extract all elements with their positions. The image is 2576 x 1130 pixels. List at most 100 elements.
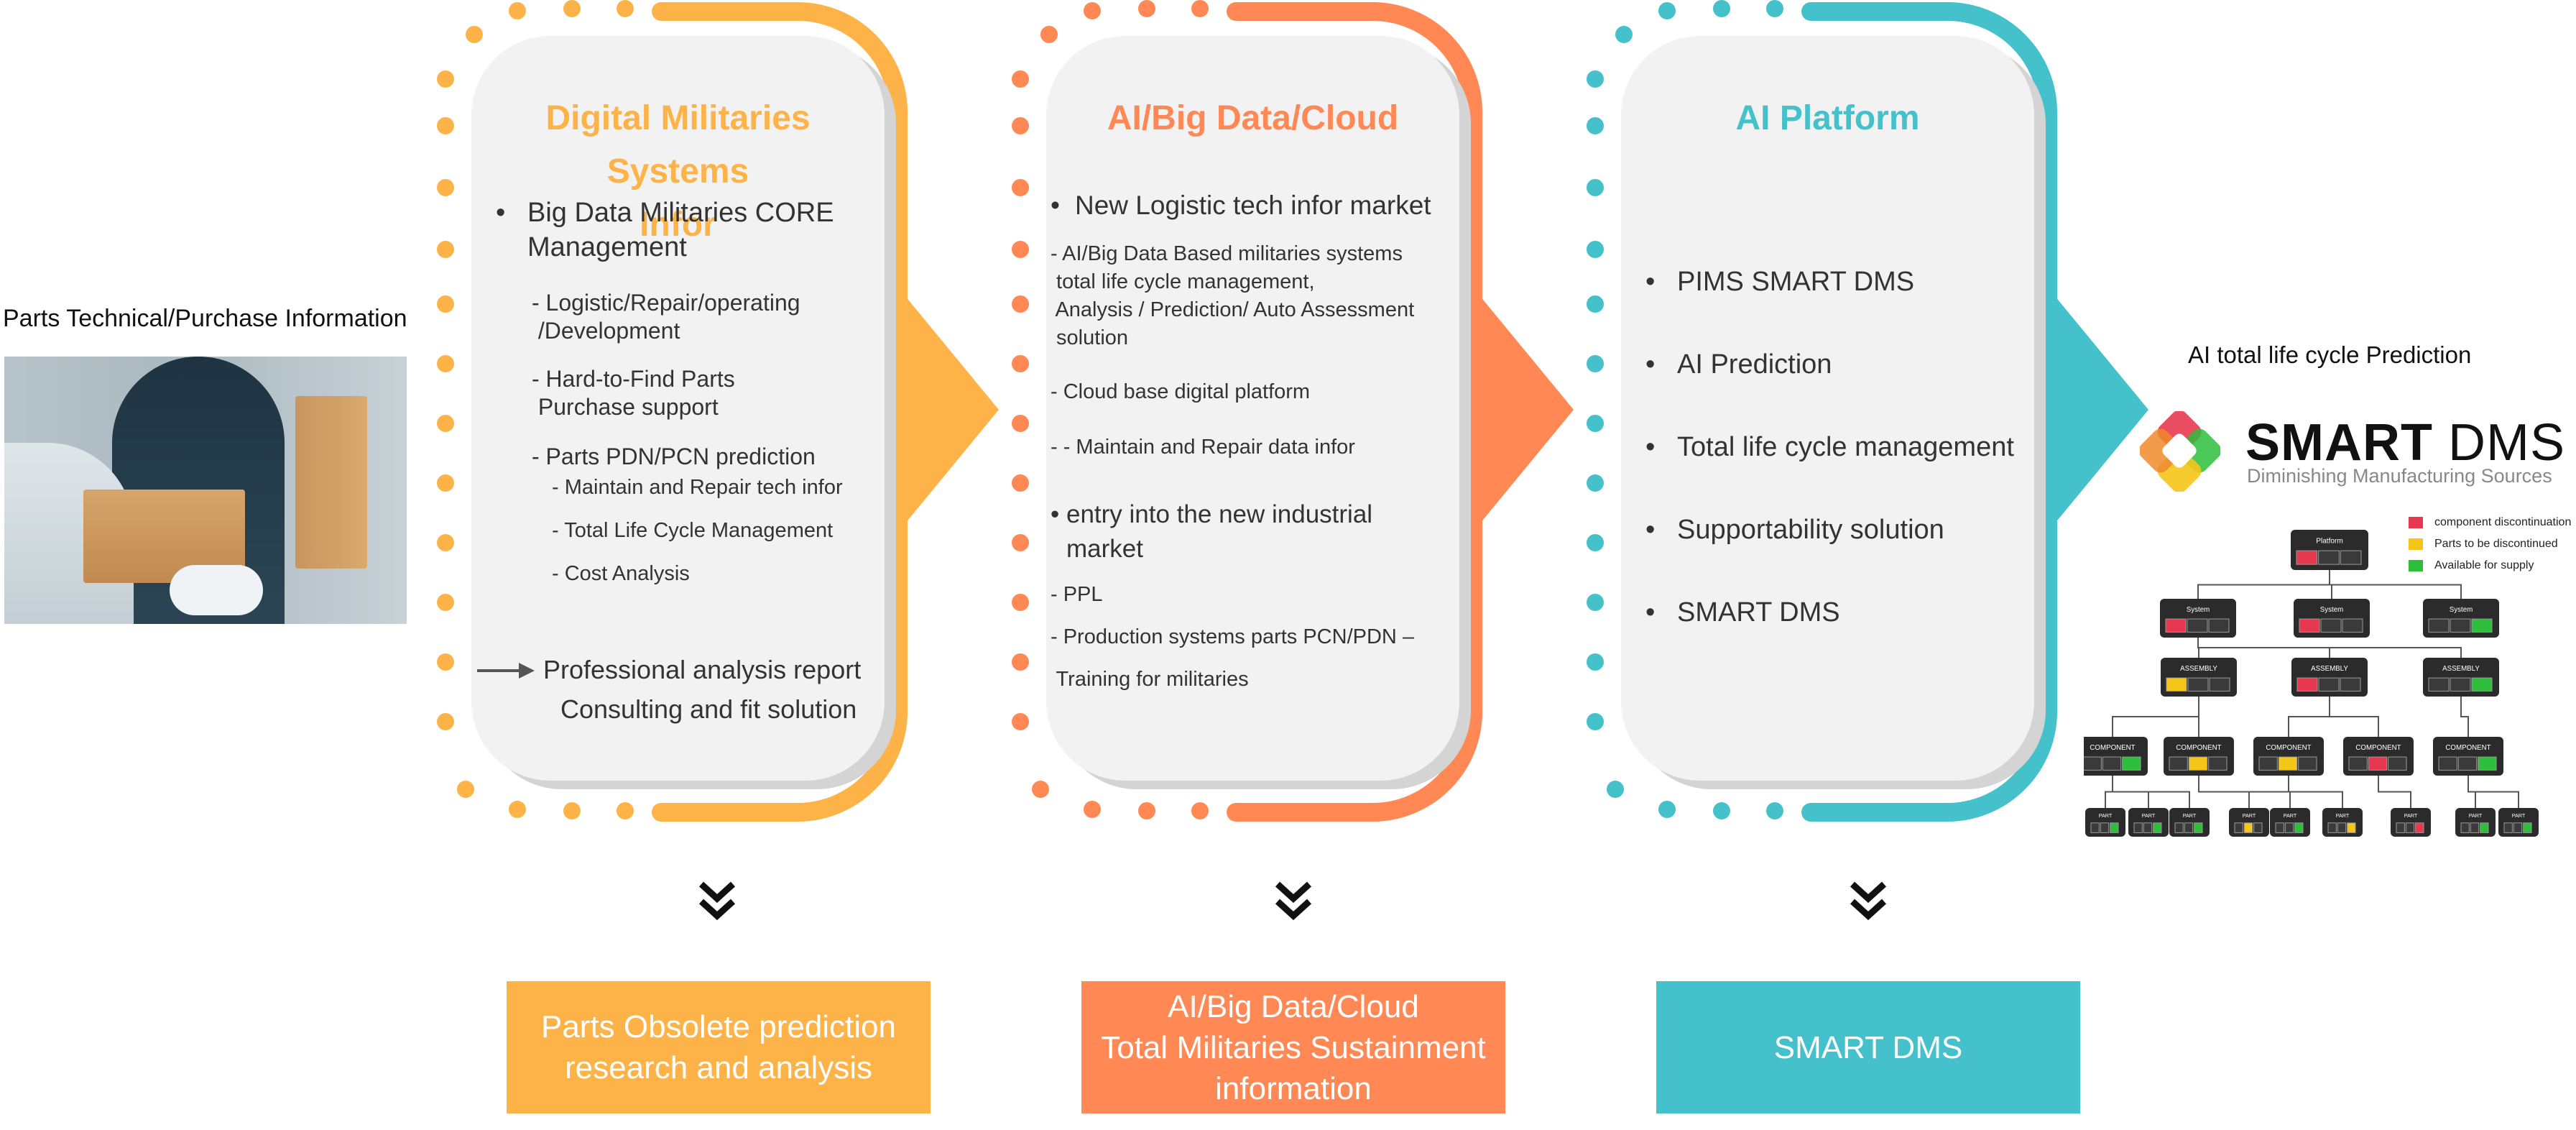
panel1-sub-hard-to-find: - Hard-to-Find Parts Purchase support bbox=[532, 365, 869, 421]
bottom-box-obsolete-line2: research and analysis bbox=[564, 1050, 872, 1085]
tree-connector bbox=[2467, 775, 2519, 809]
panel1-arrow-text: Professional analysis report Consulting … bbox=[543, 650, 888, 729]
panel2-title: AI/Big Data/Cloud bbox=[1107, 99, 1399, 137]
legend-item-discontinuation: component discontinuation bbox=[2409, 512, 2571, 533]
bottom-box-sustainment: AI/Big Data/Cloud Total Militaries Susta… bbox=[1081, 981, 1505, 1113]
bottom-box-sustainment-line1: AI/Big Data/Cloud bbox=[1168, 988, 1419, 1024]
legend-label: Parts to be discontinued bbox=[2434, 538, 2558, 550]
panel1-subsub-cost: - Cost Analysis bbox=[552, 562, 690, 585]
panel1-sub-logistic-line1: - Logistic/Repair/operating bbox=[532, 290, 800, 316]
bottom-box-obsolete-line1: Parts Obsolete prediction bbox=[540, 1009, 897, 1044]
panel2-para-maintain: - - Maintain and Repair data infor bbox=[1051, 436, 1355, 459]
bottom-box-smart-dms: SMART DMS bbox=[1656, 981, 2080, 1113]
tree-node-component: COMPONENT bbox=[2164, 737, 2234, 776]
panel1-bullet-core-line1: Big Data Militaries CORE bbox=[527, 198, 834, 228]
panel3-item-pims-text: PIMS SMART DMS bbox=[1677, 267, 1915, 297]
svg-text:PART: PART bbox=[2336, 812, 2350, 819]
tree-node-component: COMPONENT bbox=[2253, 737, 2324, 776]
panel2-para-production: - Production systems parts PCN/PDN – bbox=[1051, 625, 1415, 648]
bottom-box-sustainment-line3: information bbox=[1215, 1070, 1372, 1106]
tree-connector bbox=[2329, 696, 2379, 738]
delivery-photo bbox=[4, 357, 407, 624]
panel2-para-ppl: - PPL bbox=[1051, 583, 1103, 606]
wordmark-dms: DMS bbox=[2432, 414, 2565, 472]
tree-node-part: PART bbox=[2498, 808, 2539, 837]
svg-text:System: System bbox=[2187, 606, 2210, 614]
panel2-para-ai-line3: Analysis / Prediction/ Auto Assessment bbox=[1051, 298, 1415, 321]
tree-node-platform: Platform bbox=[2291, 530, 2368, 570]
panel2-bullet-logistic: •New Logistic tech infor market bbox=[1051, 188, 1453, 223]
tree-connector bbox=[2288, 696, 2330, 738]
tree-connector bbox=[2288, 775, 2343, 809]
panel3-item-smart-dms: •SMART DMS bbox=[1645, 595, 2048, 678]
smart-dms-wordmark: SMART DMS bbox=[2245, 413, 2565, 472]
panel2-para-training: Training for militaries bbox=[1051, 668, 1249, 691]
tree-connector bbox=[2112, 775, 2190, 809]
legend-label: component discontinuation bbox=[2434, 516, 2572, 528]
panel3-title: AI Platform bbox=[1735, 99, 1920, 137]
tree-node-assembly: ASSEMBLY bbox=[2291, 658, 2368, 697]
tree-node-part: PART bbox=[2085, 808, 2125, 837]
panel3-item-ai-prediction: •AI Prediction bbox=[1645, 347, 2048, 430]
svg-text:PART: PART bbox=[2243, 812, 2256, 819]
panel-ai-platform-frame bbox=[1587, 0, 2148, 822]
svg-text:Platform: Platform bbox=[2316, 537, 2343, 545]
svg-text:ASSEMBLY: ASSEMBLY bbox=[2442, 665, 2480, 673]
panel1-title-line1: Digital Militaries Systems bbox=[545, 99, 811, 190]
bottom-box-smart-dms-line1: SMART DMS bbox=[1773, 1029, 1963, 1065]
right-arrow-icon bbox=[477, 663, 535, 679]
panel1-sub-logistic-line2: /Development bbox=[532, 318, 680, 344]
tree-node-part: PART bbox=[2455, 808, 2496, 837]
tree-connector bbox=[2460, 696, 2469, 738]
tree-node-component: COMPONENT bbox=[2433, 737, 2503, 776]
panel-digital-militaries-frame bbox=[437, 0, 999, 822]
svg-text:ASSEMBLY: ASSEMBLY bbox=[2180, 665, 2217, 673]
panel3-item-supportability: •Supportability solution bbox=[1645, 513, 2048, 595]
tree-connector bbox=[2112, 696, 2199, 738]
tree-connector bbox=[2329, 570, 2462, 600]
panel2-body: •New Logistic tech infor market - AI/Big… bbox=[1051, 188, 1453, 694]
double-chevron-down-icon bbox=[1275, 881, 1312, 921]
panel1-subsub-maintain: - Maintain and Repair tech infor bbox=[552, 476, 843, 499]
svg-text:COMPONENT: COMPONENT bbox=[2266, 744, 2311, 752]
tree-node-part: PART bbox=[2169, 808, 2210, 837]
panel3-item-ai-prediction-text: AI Prediction bbox=[1677, 349, 1832, 380]
tree-connector bbox=[2105, 775, 2113, 809]
tree-legend: component discontinuation Parts to be di… bbox=[2409, 512, 2571, 577]
svg-text:System: System bbox=[2450, 606, 2473, 614]
panel2-para-ai-line2: total life cycle management, bbox=[1051, 270, 1315, 293]
panel2-bullet-industrial-text: entry into the new industrial market bbox=[1066, 500, 1373, 563]
tree-node-component: COMPONENT bbox=[2343, 737, 2414, 776]
legend-item-available: Available for supply bbox=[2409, 555, 2571, 577]
svg-text:COMPONENT: COMPONENT bbox=[2445, 744, 2490, 752]
svg-text:System: System bbox=[2320, 606, 2343, 614]
tree-node-component: COMPONENT bbox=[2084, 737, 2148, 776]
double-chevron-down-icon bbox=[1850, 881, 1887, 921]
panel2-bullet-logistic-text: New Logistic tech infor market bbox=[1075, 190, 1431, 220]
panel-ai-bigdata-frame bbox=[1012, 0, 1574, 822]
panel2-bullet-industrial: •entry into the new industrial market bbox=[1051, 497, 1453, 566]
bottom-box-sustainment-line2: Total Militaries Sustainment bbox=[1101, 1029, 1486, 1065]
tree-node-system: System bbox=[2423, 599, 2499, 638]
bottom-box-obsolete: Parts Obsolete prediction research and a… bbox=[507, 981, 931, 1113]
tree-connector bbox=[2197, 637, 2462, 658]
tree-node-part: PART bbox=[2229, 808, 2269, 837]
panel1-arrow-line2: Consulting and fit solution bbox=[560, 694, 857, 724]
panel1-title-line2: Infor bbox=[640, 206, 716, 244]
panel1-sub-logistic: - Logistic/Repair/operating /Development bbox=[532, 289, 869, 345]
panel3-item-smart-dms-text: SMART DMS bbox=[1677, 597, 1840, 628]
svg-text:PART: PART bbox=[2404, 812, 2418, 819]
svg-text:PART: PART bbox=[2512, 812, 2526, 819]
legend-item-to-be-discontinued: Parts to be discontinued bbox=[2409, 533, 2571, 555]
svg-text:COMPONENT: COMPONENT bbox=[2176, 744, 2221, 752]
svg-text:PART: PART bbox=[2099, 812, 2113, 819]
wordmark-smart: SMART bbox=[2245, 414, 2433, 472]
legend-label: Available for supply bbox=[2434, 559, 2534, 571]
double-chevron-down-icon bbox=[698, 881, 736, 921]
ai-prediction-caption: AI total life cycle Prediction bbox=[2188, 341, 2472, 368]
tree-node-system: System bbox=[2160, 599, 2236, 638]
tree-node-part: PART bbox=[2128, 808, 2169, 837]
panel3-item-pims: •PIMS SMART DMS bbox=[1645, 265, 2048, 347]
tree-node-assembly: ASSEMBLY bbox=[2161, 658, 2237, 697]
